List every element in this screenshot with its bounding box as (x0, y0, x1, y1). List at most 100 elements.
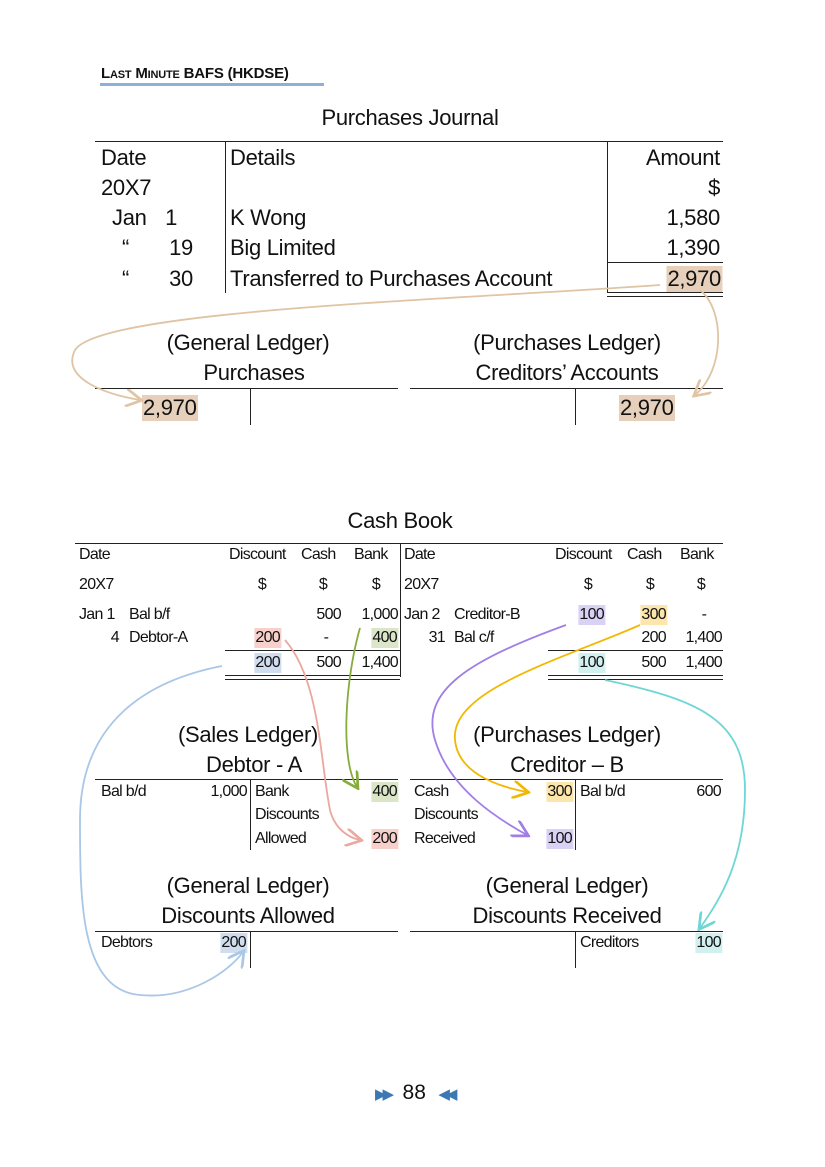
total-bank: 1,400 (361, 654, 398, 671)
currency: $ (583, 576, 593, 593)
divider (95, 779, 398, 780)
cr-details: Discounts (255, 806, 320, 823)
account-title: Debtor - A (205, 752, 303, 777)
row-cash: - (323, 629, 329, 646)
total-discount: 100 (578, 653, 605, 673)
ledger-name: (Purchases Ledger) (473, 722, 661, 747)
currency: $ (371, 576, 381, 593)
divider (95, 141, 723, 142)
col-bank: Bank (354, 546, 388, 563)
cr-details: Allowed (255, 830, 307, 847)
dr-details: Received (414, 830, 476, 847)
row-details: Big Limited (230, 235, 336, 260)
divider (400, 543, 401, 677)
row-details: K Wong (230, 205, 307, 230)
row-month: “ (122, 266, 130, 291)
divider (575, 931, 576, 968)
year: 20X7 (101, 175, 152, 200)
divider (250, 931, 251, 968)
row-details: Debtor-A (129, 629, 188, 646)
divider (410, 388, 723, 389)
arrow-green (346, 627, 361, 787)
col-date: Date (101, 145, 147, 170)
currency: $ (696, 576, 706, 593)
row-bank: 400 (371, 628, 398, 648)
debit-amount: 2,970 (142, 395, 198, 421)
account-title: Discounts Allowed (161, 903, 335, 928)
account-title: Purchases (203, 360, 305, 385)
divider (607, 141, 608, 293)
double-underline (548, 675, 723, 680)
year: 20X7 (79, 576, 114, 593)
total-line (225, 650, 400, 651)
total-cash: 500 (641, 654, 666, 671)
total-line (607, 262, 723, 263)
row-discount: 200 (254, 628, 281, 648)
row-date: 4 (110, 629, 120, 646)
double-underline (225, 675, 400, 680)
ledger-name: (Sales Ledger) (177, 722, 319, 747)
row-date: Jan 1 (79, 606, 115, 623)
account-title: Discounts Received (472, 903, 662, 928)
cr-details: Bal b/d (580, 783, 626, 800)
row-date: 31 (428, 629, 446, 646)
divider (410, 779, 723, 780)
dr-amount: 300 (546, 782, 573, 802)
dr-details: Cash (414, 783, 449, 800)
col-cash: Cash (627, 546, 662, 563)
currency: $ (645, 576, 655, 593)
total-discount: 200 (254, 653, 281, 673)
row-cash: 300 (640, 605, 667, 625)
total-cash: 500 (316, 654, 341, 671)
row-day: 30 (169, 266, 193, 291)
row-amount: 1,580 (666, 205, 720, 230)
cr-amount: 400 (371, 782, 398, 802)
credit-amount: 2,970 (619, 395, 675, 421)
currency: $ (708, 175, 720, 200)
double-underline (607, 292, 723, 297)
page-footer: ▶▶ 88 ◀◀ (375, 1082, 457, 1103)
running-header: Last Minute BAFS (HKDSE) (101, 65, 289, 82)
dr-amount: 100 (546, 829, 573, 849)
row-details: Bal c/f (454, 629, 494, 646)
col-discount: Discount (229, 546, 286, 563)
row-amount: 1,390 (666, 235, 720, 260)
divider (95, 931, 398, 932)
ledger-name: (General Ledger) (166, 873, 330, 898)
row-discount: 100 (578, 605, 605, 625)
row-day: 19 (169, 235, 193, 260)
row-amount-total: 2,970 (666, 266, 722, 292)
dr-details: Bal b/d (101, 783, 147, 800)
row-month: “ (122, 235, 130, 260)
cr-details: Creditors (580, 934, 639, 951)
row-bank: - (701, 606, 707, 623)
row-cash: 500 (316, 606, 341, 623)
divider (250, 388, 251, 425)
divider (410, 931, 723, 932)
forward-arrows-icon: ▶▶ (375, 1086, 394, 1103)
currency: $ (257, 576, 267, 593)
row-date: Jan 2 (404, 606, 440, 623)
arrow-tan-right (695, 289, 720, 395)
cash-book-title: Cash Book (347, 508, 453, 533)
col-details: Details (230, 145, 296, 170)
row-details: Creditor-B (454, 606, 521, 623)
account-title: Creditors’ Accounts (475, 360, 659, 385)
divider (575, 388, 576, 425)
row-cash: 200 (641, 629, 666, 646)
dr-amount: 200 (220, 933, 247, 953)
row-details: Transferred to Purchases Account (230, 266, 553, 291)
back-arrows-icon: ◀◀ (438, 1086, 457, 1103)
divider (250, 779, 251, 850)
row-month: Jan (112, 205, 147, 230)
header-underline (100, 83, 324, 86)
col-date: Date (79, 546, 111, 563)
journal-title: Purchases Journal (321, 105, 499, 130)
cr-amount: 200 (371, 829, 398, 849)
col-cash: Cash (301, 546, 336, 563)
divider (575, 779, 576, 850)
divider (95, 388, 398, 389)
total-bank: 1,400 (685, 654, 722, 671)
divider (75, 543, 723, 544)
cr-amount: 100 (695, 933, 722, 953)
